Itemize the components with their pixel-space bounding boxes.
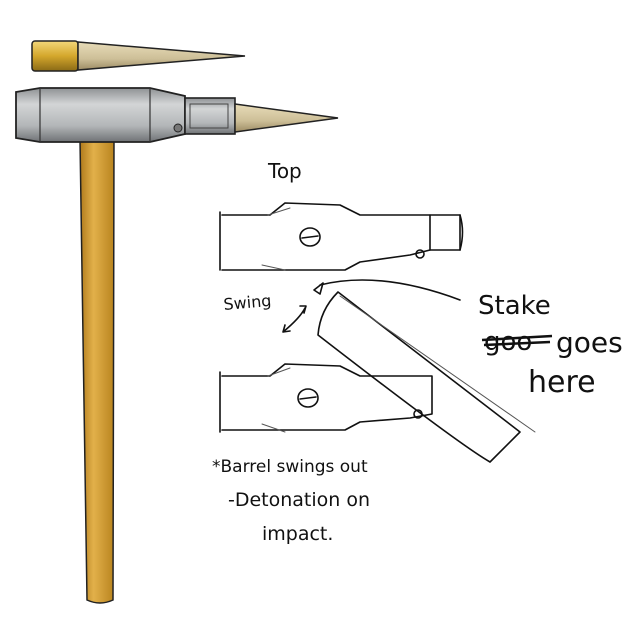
barrel-swung-out-sketch [317, 291, 536, 463]
stake-label: Stake [478, 291, 551, 321]
strikethrough [481, 334, 553, 347]
note-line-1: *Barrel swings out [212, 457, 368, 477]
swing-arrow-icon [282, 305, 307, 333]
top-view-sketch-closed [219, 202, 464, 271]
swing-label: Swing [223, 291, 272, 314]
hammer-head [15, 87, 339, 143]
hammer-handle [79, 139, 115, 604]
loaded-stake [234, 103, 339, 133]
wooden-stake [77, 41, 246, 71]
stake-pointer-arrow-icon [313, 279, 461, 301]
note-line-3: impact. [262, 523, 333, 545]
hinge-pin [173, 123, 183, 133]
here-label: here [528, 365, 596, 400]
note-line-2: -Detonation on [228, 489, 370, 511]
top-label: Top [267, 159, 302, 183]
top-view-sketch-open [219, 363, 433, 433]
brass-cartridge [31, 40, 79, 72]
spare-stake [31, 40, 246, 72]
goes-label: goes [556, 326, 623, 359]
